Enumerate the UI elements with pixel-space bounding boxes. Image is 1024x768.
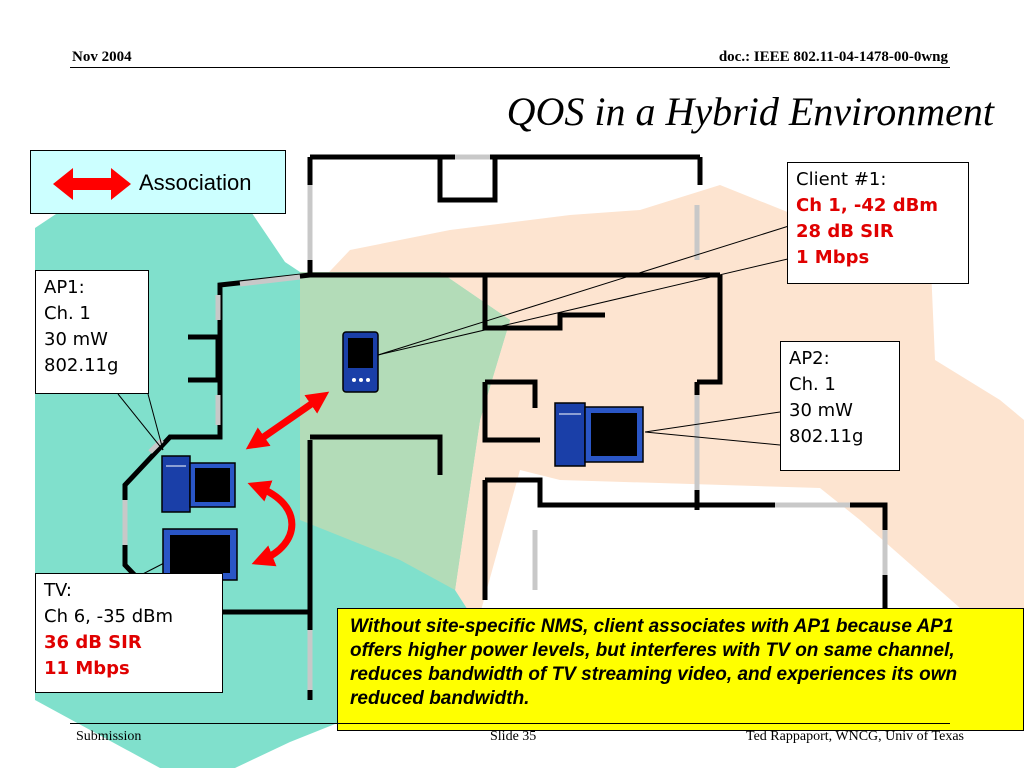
client1-signal: Ch 1, -42 dBm — [796, 195, 939, 216]
ap2-power: 30 mW — [789, 400, 853, 421]
footer-rule — [70, 723, 950, 724]
ap1-channel: Ch. 1 — [44, 303, 91, 324]
doorways — [122, 154, 888, 690]
association-arrow-ap1-client — [245, 391, 330, 450]
tv-sir: 36 dB SIR — [44, 632, 142, 653]
client1-callout: Client #1: Ch 1, -42 dBm 28 dB SIR 1 Mbp… — [787, 162, 969, 284]
footer-slide-number: Slide 35 — [490, 729, 537, 744]
tv-label: TV: — [44, 580, 72, 601]
explanation-note: Without site-specific NMS, client associ… — [337, 608, 1024, 731]
ap2-callout: AP2: Ch. 1 30 mW 802.11g — [780, 341, 900, 471]
legend-box: Association — [30, 150, 286, 214]
tv-signal: Ch 6, -35 dBm — [44, 606, 174, 627]
client1-label: Client #1: — [796, 169, 887, 190]
ap1-label: AP1: — [44, 277, 85, 298]
tv-icon — [162, 528, 238, 581]
ap2-channel: Ch. 1 — [789, 374, 836, 395]
ap2-computer-icon — [554, 402, 644, 467]
header-doc-id: doc.: IEEE 802.11-04-1478-00-0wng — [718, 49, 948, 65]
tv-callout: TV: Ch 6, -35 dBm 36 dB SIR 11 Mbps — [35, 573, 223, 693]
association-arrow-ap1-tv — [247, 480, 296, 567]
tv-rate: 11 Mbps — [44, 658, 130, 679]
ap1-computer-icon — [161, 455, 236, 513]
ap2-standard: 802.11g — [789, 426, 864, 447]
client1-rate: 1 Mbps — [796, 247, 870, 268]
client-pda-icon — [342, 331, 379, 393]
ap1-power: 30 mW — [44, 329, 108, 350]
footer-submission: Submission — [76, 729, 142, 744]
legend-label: Association — [139, 170, 252, 195]
footer-author: Ted Rappaport, WNCG, Univ of Texas — [746, 729, 964, 744]
double-arrow-icon — [53, 168, 131, 200]
ap1-callout: AP1: Ch. 1 30 mW 802.11g — [35, 270, 149, 394]
client1-sir: 28 dB SIR — [796, 221, 894, 242]
header-date: Nov 2004 — [72, 49, 132, 65]
page-title: QOS in a Hybrid Environment — [506, 89, 994, 134]
ap1-standard: 802.11g — [44, 355, 119, 376]
header-rule — [70, 67, 950, 68]
ap2-label: AP2: — [789, 348, 830, 369]
